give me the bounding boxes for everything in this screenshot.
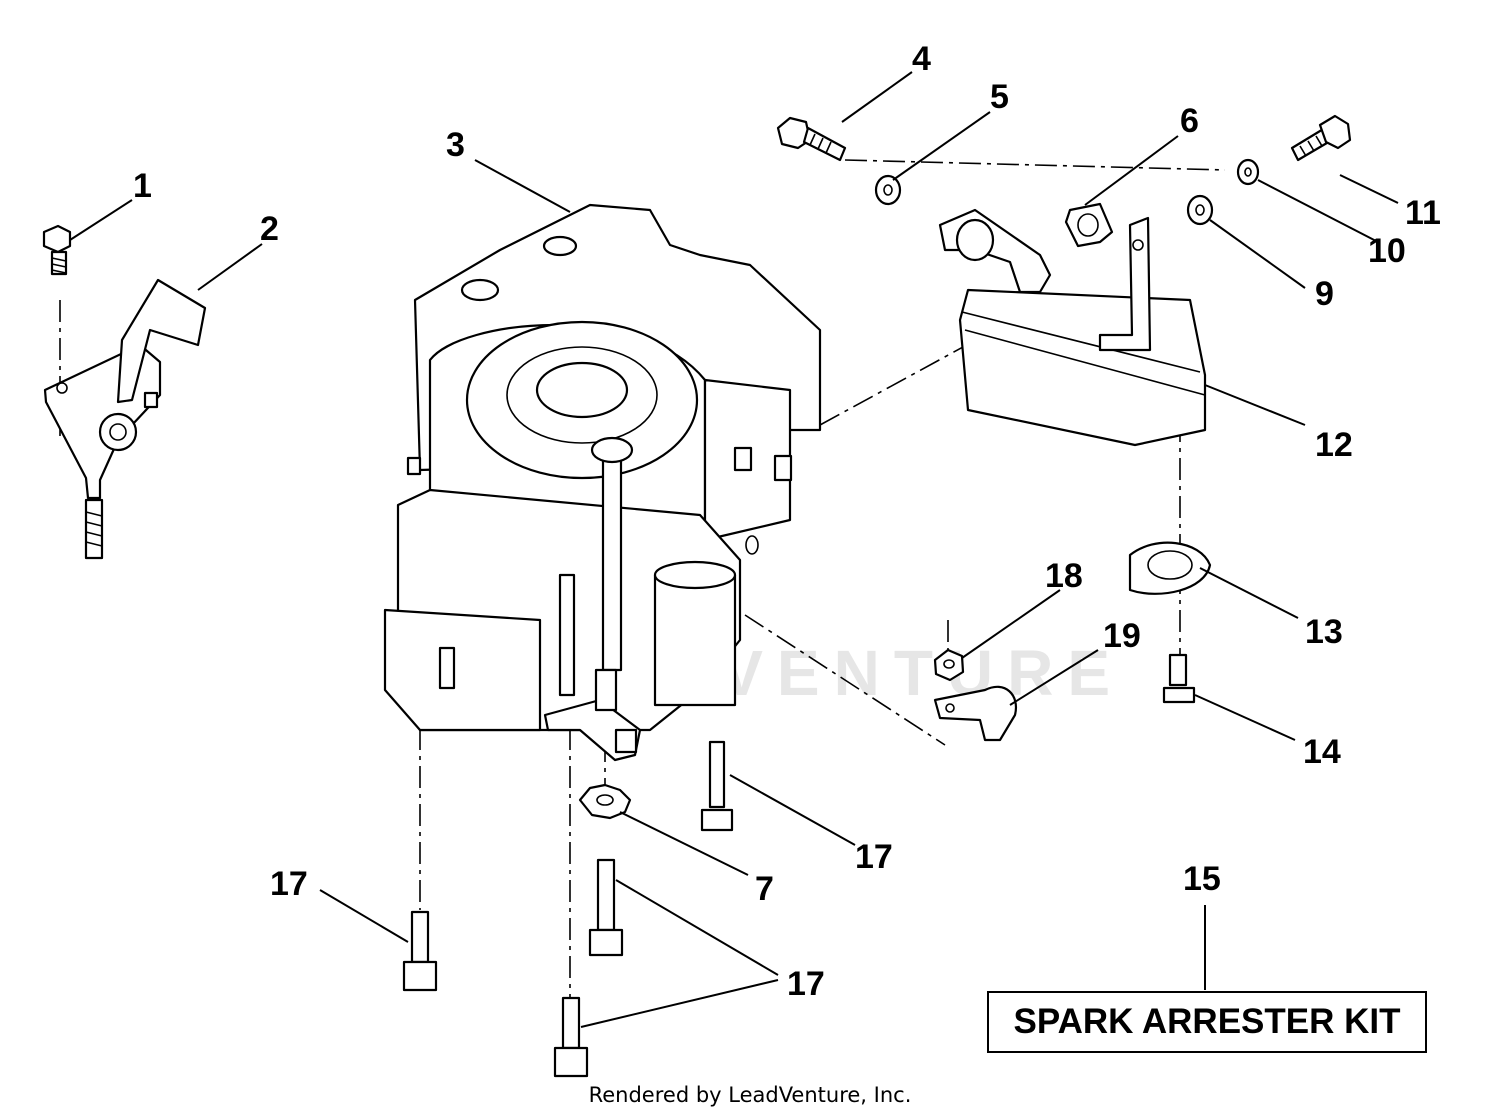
callout-7: 7 (755, 870, 774, 908)
part-6-gasket (1064, 202, 1114, 248)
callout-17-b: 17 (270, 865, 308, 903)
part-17-bolt-a (700, 740, 734, 832)
part-14-screw (1162, 653, 1196, 704)
callout-13: 13 (1305, 613, 1343, 651)
callout-10: 10 (1368, 232, 1406, 270)
callout-12: 12 (1315, 426, 1353, 464)
callout-6: 6 (1180, 102, 1199, 140)
spark-arrester-kit-label: SPARK ARRESTER KIT (1013, 1002, 1401, 1041)
callout-2: 2 (260, 210, 279, 248)
callout-17-a: 17 (855, 838, 893, 876)
render-credit-text: Rendered by LeadVenture, Inc. (588, 1083, 912, 1107)
part-12-muffler (958, 216, 1207, 447)
callout-18: 18 (1045, 557, 1083, 595)
spark-arrester-kit-box: SPARK ARRESTER KIT (987, 991, 1427, 1053)
callout-14: 14 (1303, 733, 1341, 771)
part-13-screen (1128, 541, 1212, 595)
part-9-washer (1186, 194, 1214, 226)
callout-17-c: 17 (787, 965, 825, 1003)
callout-11: 11 (1405, 194, 1441, 232)
leader-lines (69, 71, 1399, 1028)
part-2-throttle-control (43, 278, 207, 560)
part-4-bolt (776, 116, 847, 162)
callout-3: 3 (446, 126, 465, 164)
callout-9: 9 (1315, 275, 1334, 313)
part-18-nut (933, 648, 965, 682)
part-17-bolt-b (402, 910, 438, 992)
callout-1: 1 (133, 167, 152, 205)
part-17-bolt-c (588, 858, 624, 957)
exhaust-pipe (938, 208, 1052, 294)
part-11-bolt (1290, 114, 1352, 162)
callout-5: 5 (990, 78, 1009, 116)
part-19-clamp (933, 685, 1018, 742)
part-10-lockwasher (1236, 158, 1260, 186)
part-17-bolt-d (553, 996, 589, 1078)
render-credit: Rendered by LeadVenture, Inc. (0, 1083, 1500, 1107)
part-3-engine (383, 203, 822, 762)
part-7-lockwasher (578, 783, 632, 820)
callout-15: 15 (1183, 860, 1221, 898)
assembly-lines (59, 159, 1226, 1000)
callouts: 1 2 3 4 5 6 7 9 10 11 12 13 14 15 17 17 … (133, 40, 1441, 1003)
part-1-bolt (42, 224, 72, 276)
callout-19: 19 (1103, 617, 1141, 655)
part-5-washer (874, 174, 902, 206)
callout-4: 4 (912, 40, 931, 78)
